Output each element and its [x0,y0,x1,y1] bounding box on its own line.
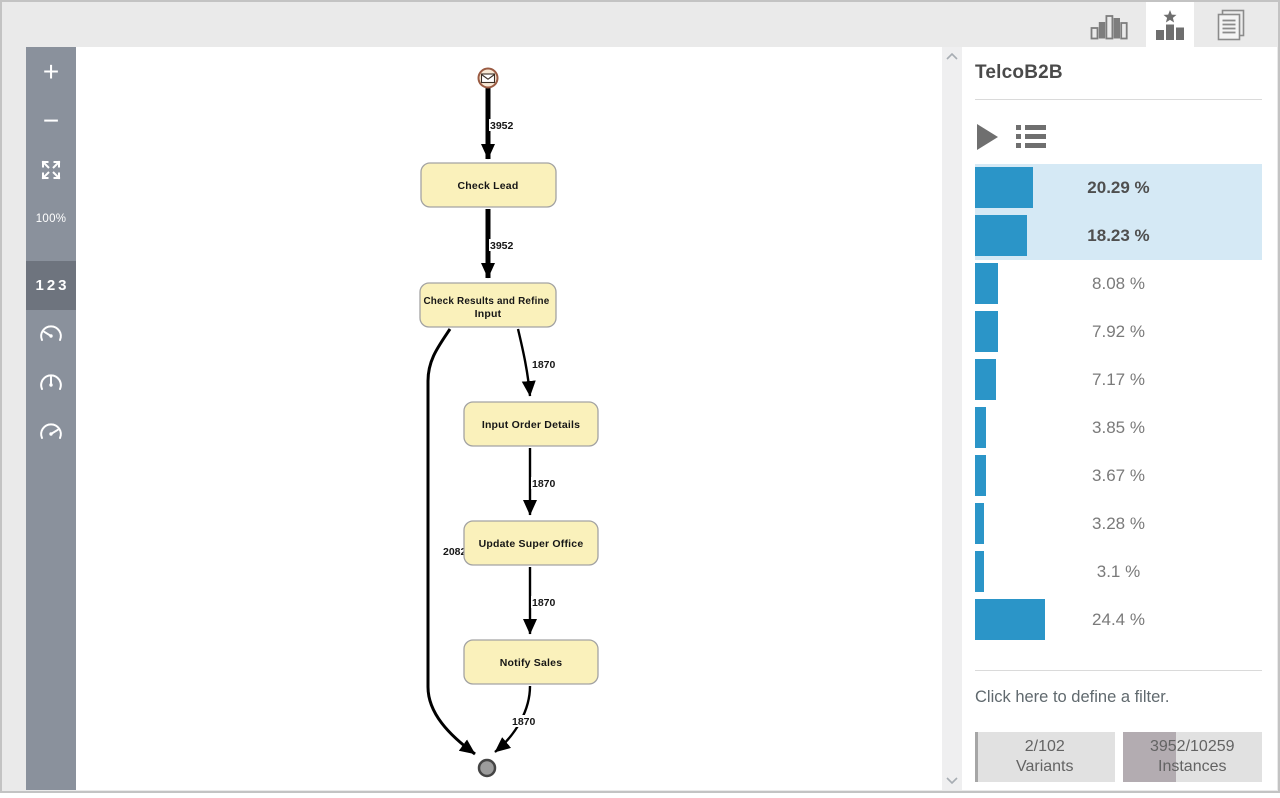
stat-buttons: 2/102 Variants 3952/10259 Instances [975,732,1262,782]
edge-label: 3952 [490,120,514,132]
task-label: Check Lead [458,180,519,192]
play-button[interactable] [975,122,1000,152]
variant-percentage-label: 7.92 % [1092,322,1145,341]
tab-report[interactable] [1207,2,1255,47]
task-label: Check Results and Refine Input [423,295,552,320]
divider [975,99,1262,100]
tab-variants[interactable] [1146,2,1194,47]
performance-max-button[interactable] [26,408,76,457]
edge-label: 1870 [532,478,556,490]
variant-bar [975,503,984,544]
panel-title: TelcoB2B [975,62,1063,83]
edge-label: 2082 [443,546,467,558]
task-label: Input Order Details [482,419,580,431]
gauge-high-icon [40,422,62,439]
variant-percentage-label: 18.23 % [1087,226,1150,245]
bar-group-icon [1090,14,1128,39]
edge-label: 1870 [512,716,536,728]
edge-check-results-input-order[interactable] [516,328,536,397]
chevron-down-icon[interactable] [946,777,958,784]
variants-panel: TelcoB2B 20.29 % 18.23 % 8.08 % 7.92 % 7.17 … [962,47,1277,790]
variant-row[interactable]: 8.08 % [975,260,1262,308]
task-node-check-results[interactable]: Check Results and Refine Input [419,282,557,328]
frequency-mode-button[interactable]: 123 [26,261,76,310]
variant-row[interactable]: 20.29 % [975,164,1262,212]
edge-label: 3952 [490,240,514,252]
tab-statistics[interactable] [1085,2,1133,47]
expand-icon [41,160,61,179]
task-node-check-lead[interactable]: Check Lead [420,162,557,208]
instances-count-value: 3952/10259 [1149,738,1235,755]
variant-percentage-label: 24.4 % [1092,610,1145,629]
variant-row[interactable]: 3.67 % [975,452,1262,500]
variant-bar [975,263,998,304]
document-icon [1217,9,1245,40]
task-label: Notify Sales [500,657,563,669]
variant-row[interactable]: 3.1 % [975,548,1262,596]
panel-actions [975,121,1262,152]
variant-bar [975,407,986,448]
variants-count-caption: Variants [1015,758,1074,775]
end-event-node[interactable] [477,758,497,778]
variant-row[interactable]: 24.4 % [975,596,1262,644]
variant-row[interactable]: 18.23 % [975,212,1262,260]
list-icon [1016,125,1046,148]
process-map: 3952 3952 1870 2082 1870 1870 1870 Che [419,67,599,778]
instances-progress-fill [1122,732,1177,782]
variant-bar [975,551,984,592]
variant-bar [975,167,1033,208]
variant-bar [975,215,1027,256]
gauge-low-icon [40,324,62,341]
variant-row[interactable]: 7.92 % [975,308,1262,356]
edge-frequency-labels: 3952 3952 1870 2082 1870 1870 1870 [442,119,558,728]
variant-bar [975,455,986,496]
edge-label: 1870 [532,597,556,609]
task-node-input-order[interactable]: Input Order Details [463,401,599,447]
zoom-out-button[interactable]: − [42,104,60,136]
variants-count-button[interactable]: 2/102 Variants [975,732,1115,782]
play-icon [977,123,998,150]
chevron-up-icon[interactable] [946,53,958,60]
zoom-level-indicator[interactable]: 100% [35,212,67,225]
envelope-icon [480,73,496,84]
variant-bar [975,311,998,352]
instances-count-button[interactable]: 3952/10259 Instances [1122,732,1262,782]
edge-label: 1870 [532,359,556,371]
performance-avg-button[interactable] [26,359,76,408]
process-map-canvas[interactable]: 3952 3952 1870 2082 1870 1870 1870 Che [76,47,942,790]
task-label: Update Super Office [479,538,584,550]
filter-hint-link[interactable]: Click here to define a filter. [975,688,1170,706]
map-toolbar: + − 100% 123 [26,47,76,790]
edge-check-results-end[interactable] [426,328,476,756]
instances-count-caption: Instances [1158,758,1227,775]
performance-min-button[interactable] [26,310,76,359]
task-node-update-office[interactable]: Update Super Office [463,520,599,566]
variant-bar [975,359,996,400]
view-tabs [1085,2,1255,47]
divider [975,670,1262,671]
star-podium-icon [1156,9,1184,40]
variant-percentage-label: 3.85 % [1092,418,1145,437]
variant-bar [975,599,1045,640]
task-node-notify-sales[interactable]: Notify Sales [463,639,599,685]
variant-bar-chart: 20.29 % 18.23 % 8.08 % 7.92 % 7.17 % 3.85 % 3.… [975,164,1262,644]
variants-count-value: 2/102 [1024,738,1065,755]
variants-progress-fill [975,732,979,782]
variant-percentage-label: 20.29 % [1087,178,1150,197]
variant-percentage-label: 7.17 % [1092,370,1145,389]
gauge-mid-icon [40,373,62,390]
zoom-in-button[interactable]: + [42,55,60,87]
variant-percentage-label: 8.08 % [1092,274,1145,293]
variant-list-button[interactable] [1016,124,1046,149]
variant-row[interactable]: 3.28 % [975,500,1262,548]
panel-scrollbar[interactable] [942,47,962,790]
variant-row[interactable]: 3.85 % [975,404,1262,452]
variant-percentage-label: 3.67 % [1092,466,1145,485]
variant-percentage-label: 3.1 % [1096,562,1141,581]
variant-row[interactable]: 7.17 % [975,356,1262,404]
start-event-node[interactable] [477,67,499,89]
fit-screen-button[interactable] [26,145,76,194]
variant-percentage-label: 3.28 % [1092,514,1145,533]
